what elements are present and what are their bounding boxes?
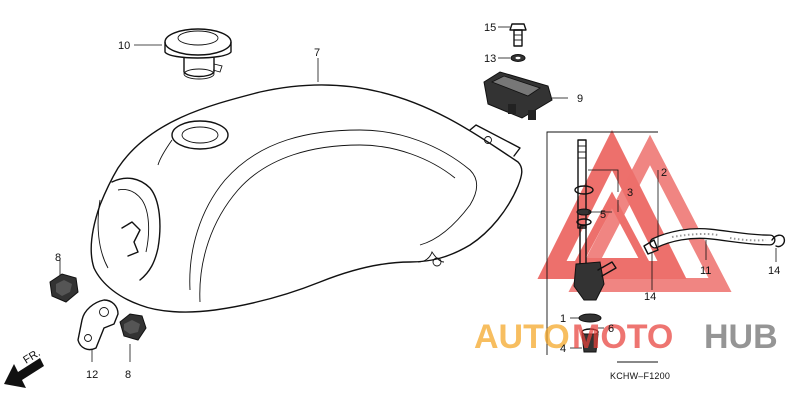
label-part-11: 11 bbox=[700, 265, 711, 277]
label-part-12: 12 bbox=[86, 369, 98, 381]
label-part-15: 15 bbox=[484, 22, 496, 34]
label-part-8-left: 8 bbox=[55, 252, 61, 264]
bolt-15 bbox=[509, 23, 527, 47]
front-arrow-icon bbox=[4, 358, 44, 388]
watermark-text-auto: AUTO bbox=[474, 318, 570, 356]
cushion-8-left bbox=[49, 273, 79, 303]
label-part-14-right: 14 bbox=[768, 265, 780, 277]
washer-13 bbox=[510, 54, 526, 62]
hose-clip-14-left bbox=[643, 239, 659, 255]
label-part-1: 1 bbox=[560, 313, 566, 325]
cushion-8-right bbox=[119, 313, 147, 341]
label-part-2: 2 bbox=[661, 167, 667, 179]
watermark-text-moto: MOTO bbox=[572, 318, 673, 356]
label-part-3: 3 bbox=[627, 187, 633, 199]
watermark-text-hub: HUB bbox=[704, 318, 778, 356]
bracket-12 bbox=[77, 299, 119, 351]
label-part-6: 6 bbox=[608, 323, 614, 335]
mounting-bracket-9 bbox=[483, 71, 553, 120]
label-part-13: 13 bbox=[484, 53, 496, 65]
leader-lines bbox=[59, 26, 777, 362]
fuel-hose-11 bbox=[649, 228, 776, 249]
label-part-4: 4 bbox=[560, 343, 566, 355]
label-part-14-left: 14 bbox=[644, 291, 656, 303]
label-part-9: 9 bbox=[577, 93, 583, 105]
label-part-10: 10 bbox=[118, 40, 130, 52]
label-part-5: 5 bbox=[600, 209, 606, 221]
fuel-tank bbox=[90, 84, 523, 313]
label-part-8-right: 8 bbox=[125, 369, 131, 381]
hose-clip-14-right bbox=[771, 234, 786, 248]
watermark-text: AUTO MOTO HUB bbox=[474, 318, 778, 356]
fuel-valve-assembly bbox=[546, 131, 658, 363]
diagram-code: KCHW–F1200 bbox=[610, 371, 670, 381]
label-part-7: 7 bbox=[314, 47, 320, 59]
filler-cap bbox=[164, 28, 232, 80]
